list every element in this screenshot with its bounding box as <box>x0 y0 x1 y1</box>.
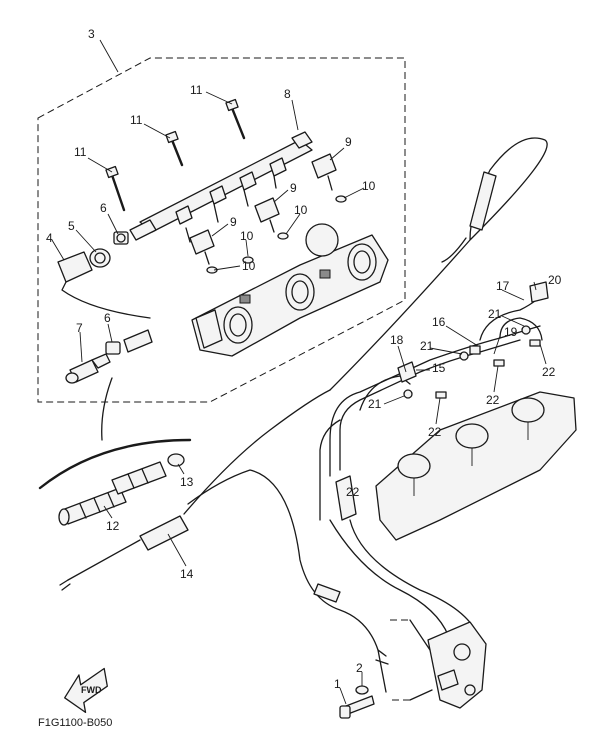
callout-22: 22 <box>428 425 442 439</box>
callout-16: 16 <box>432 315 446 329</box>
assembly-boundary <box>37 57 406 403</box>
fuel-rail <box>129 131 313 243</box>
callout-3: 3 <box>88 27 95 41</box>
callout-10: 10 <box>242 259 256 273</box>
callout-17: 17 <box>496 279 510 293</box>
callout-9: 9 <box>345 135 352 149</box>
callout-7: 7 <box>76 321 83 335</box>
callout-12: 12 <box>106 519 120 533</box>
callout-10: 10 <box>294 203 308 217</box>
callout-10: 10 <box>362 179 376 193</box>
throttle-cable <box>59 389 389 693</box>
diagram-code: F1G1100-B050 <box>38 717 112 729</box>
fwd-label: FWD <box>81 685 102 695</box>
forward-direction-arrow: FWD <box>64 667 108 714</box>
sensor-assembly <box>65 329 153 384</box>
callout-14: 14 <box>180 567 194 581</box>
callout-22: 22 <box>486 393 500 407</box>
callout-20: 20 <box>548 273 562 287</box>
engine-head <box>375 391 577 541</box>
callout-11: 11 <box>74 145 87 159</box>
callout-11: 11 <box>130 113 143 127</box>
callout-11: 11 <box>190 83 203 97</box>
bolt-and-washer <box>339 685 375 719</box>
callout-8: 8 <box>284 87 291 101</box>
callout-22: 22 <box>346 485 360 499</box>
throttle-body <box>191 223 389 357</box>
callout-5: 5 <box>68 219 75 233</box>
callout-9: 9 <box>230 215 237 229</box>
callout-labels: 3 8 11 11 11 9 9 9 10 10 10 10 5 6 4 6 7… <box>46 27 562 691</box>
callout-1: 1 <box>334 677 341 691</box>
callout-13: 13 <box>180 475 194 489</box>
callout-22: 22 <box>542 365 556 379</box>
callout-6: 6 <box>100 201 107 215</box>
callout-21: 21 <box>488 307 502 321</box>
o-rings <box>206 195 347 274</box>
callout-21: 21 <box>420 339 434 353</box>
leader-lines <box>51 39 547 705</box>
callout-19: 19 <box>504 325 518 339</box>
callout-10: 10 <box>240 229 254 243</box>
callout-18: 18 <box>390 333 404 347</box>
pressure-regulator <box>390 619 487 709</box>
callout-2: 2 <box>356 661 363 675</box>
intake-boot-parts <box>57 231 151 319</box>
hose-routing <box>319 281 549 641</box>
callout-21: 21 <box>368 397 382 411</box>
callout-15: 15 <box>432 361 446 375</box>
callout-6: 6 <box>104 311 111 325</box>
callout-4: 4 <box>46 231 53 245</box>
detail-arc <box>38 438 192 490</box>
throttle-cable-boot <box>58 453 185 526</box>
callout-9: 9 <box>290 181 297 195</box>
